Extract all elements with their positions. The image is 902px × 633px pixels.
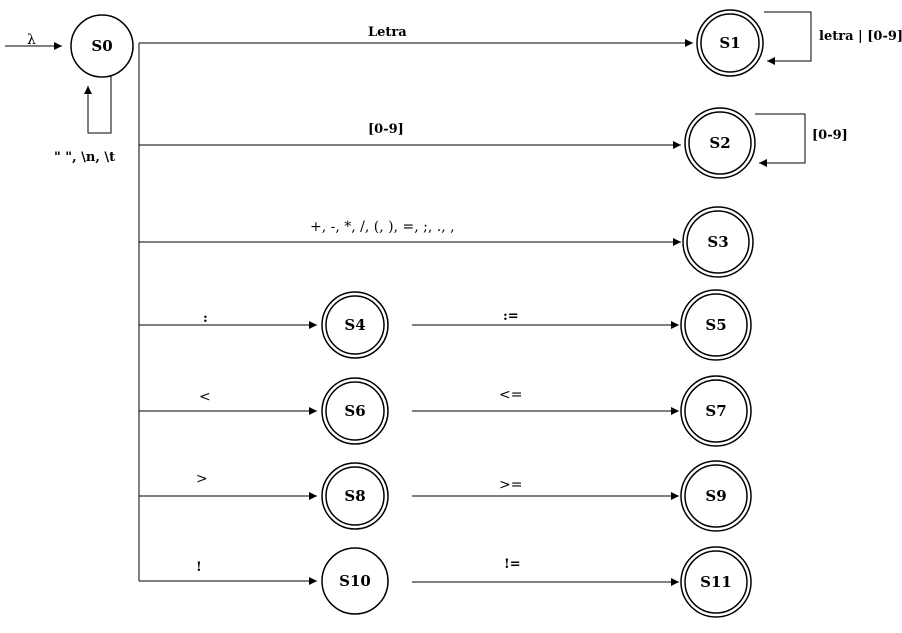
- state-s2-label: S2: [709, 134, 730, 152]
- transition-s8-s9: >=: [412, 477, 679, 500]
- transition-s2-self: [0-9]: [755, 113, 848, 167]
- transition-s0-s4-label: :: [203, 311, 208, 326]
- transition-s10-s11: !=: [412, 557, 679, 586]
- transition-s0-s10-label: !: [196, 560, 202, 575]
- state-s7: S7: [680, 375, 752, 447]
- transition-s0-s1: Letra: [139, 25, 693, 47]
- state-s6-label: S6: [344, 402, 365, 420]
- transition-s0-s8: >: [139, 471, 317, 500]
- transition-s8-s9-label: >=: [499, 477, 522, 493]
- transition-s4-s5: :=: [412, 309, 679, 329]
- state-s2: S2: [684, 107, 756, 179]
- state-s1-label: S1: [719, 34, 740, 52]
- state-s10: S10: [321, 547, 389, 615]
- transition-s10-s11-label: !=: [504, 557, 521, 572]
- transition-s0-self-label: " ", \n, \t: [54, 150, 115, 165]
- transition-s0-s1-label: Letra: [368, 25, 407, 40]
- state-s0: S0: [70, 14, 134, 78]
- transition-s1-self-label: letra | [0-9]: [819, 29, 902, 44]
- state-s5: S5: [680, 289, 752, 361]
- state-s8-label: S8: [344, 487, 365, 505]
- start-label: λ: [27, 32, 36, 48]
- transition-s0-s3: +, -, *, /, (, ), =, ;, ., ,: [139, 219, 681, 246]
- state-s4: S4: [321, 291, 389, 359]
- transition-s0-s6: <: [139, 389, 317, 415]
- state-s0-label: S0: [91, 37, 112, 55]
- transition-s0-s10: !: [139, 560, 317, 585]
- state-s7-label: S7: [705, 402, 726, 420]
- transition-s0-s6-label: <: [199, 389, 211, 405]
- state-s6: S6: [321, 377, 389, 445]
- transition-s1-self: letra | [0-9]: [764, 11, 902, 65]
- transition-s6-s7: <=: [412, 387, 679, 415]
- start-arrow: λ: [5, 32, 62, 50]
- state-s3: S3: [682, 206, 754, 278]
- transition-s0-s3-label: +, -, *, /, (, ), =, ;, ., ,: [310, 219, 455, 235]
- transition-s4-s5-label: :=: [503, 309, 519, 324]
- state-s10-label: S10: [339, 572, 371, 590]
- transition-s6-s7-label: <=: [499, 387, 522, 403]
- state-s9: S9: [680, 460, 752, 532]
- state-s11-label: S11: [700, 573, 732, 591]
- transition-s2-self-label: [0-9]: [812, 128, 848, 143]
- state-s3-label: S3: [707, 233, 728, 251]
- state-s8: S8: [321, 462, 389, 530]
- state-s11: S11: [680, 546, 752, 618]
- state-s9-label: S9: [705, 487, 726, 505]
- transition-s0-s4: :: [139, 311, 317, 329]
- transition-s0-s2-label: [0-9]: [368, 122, 404, 137]
- state-s1: S1: [696, 9, 764, 77]
- transition-s0-s2: [0-9]: [139, 122, 681, 149]
- transition-s0-s8-label: >: [196, 471, 208, 487]
- transition-s0-self: " ", \n, \t: [54, 76, 115, 165]
- state-s4-label: S4: [344, 316, 365, 334]
- state-s5-label: S5: [705, 316, 726, 334]
